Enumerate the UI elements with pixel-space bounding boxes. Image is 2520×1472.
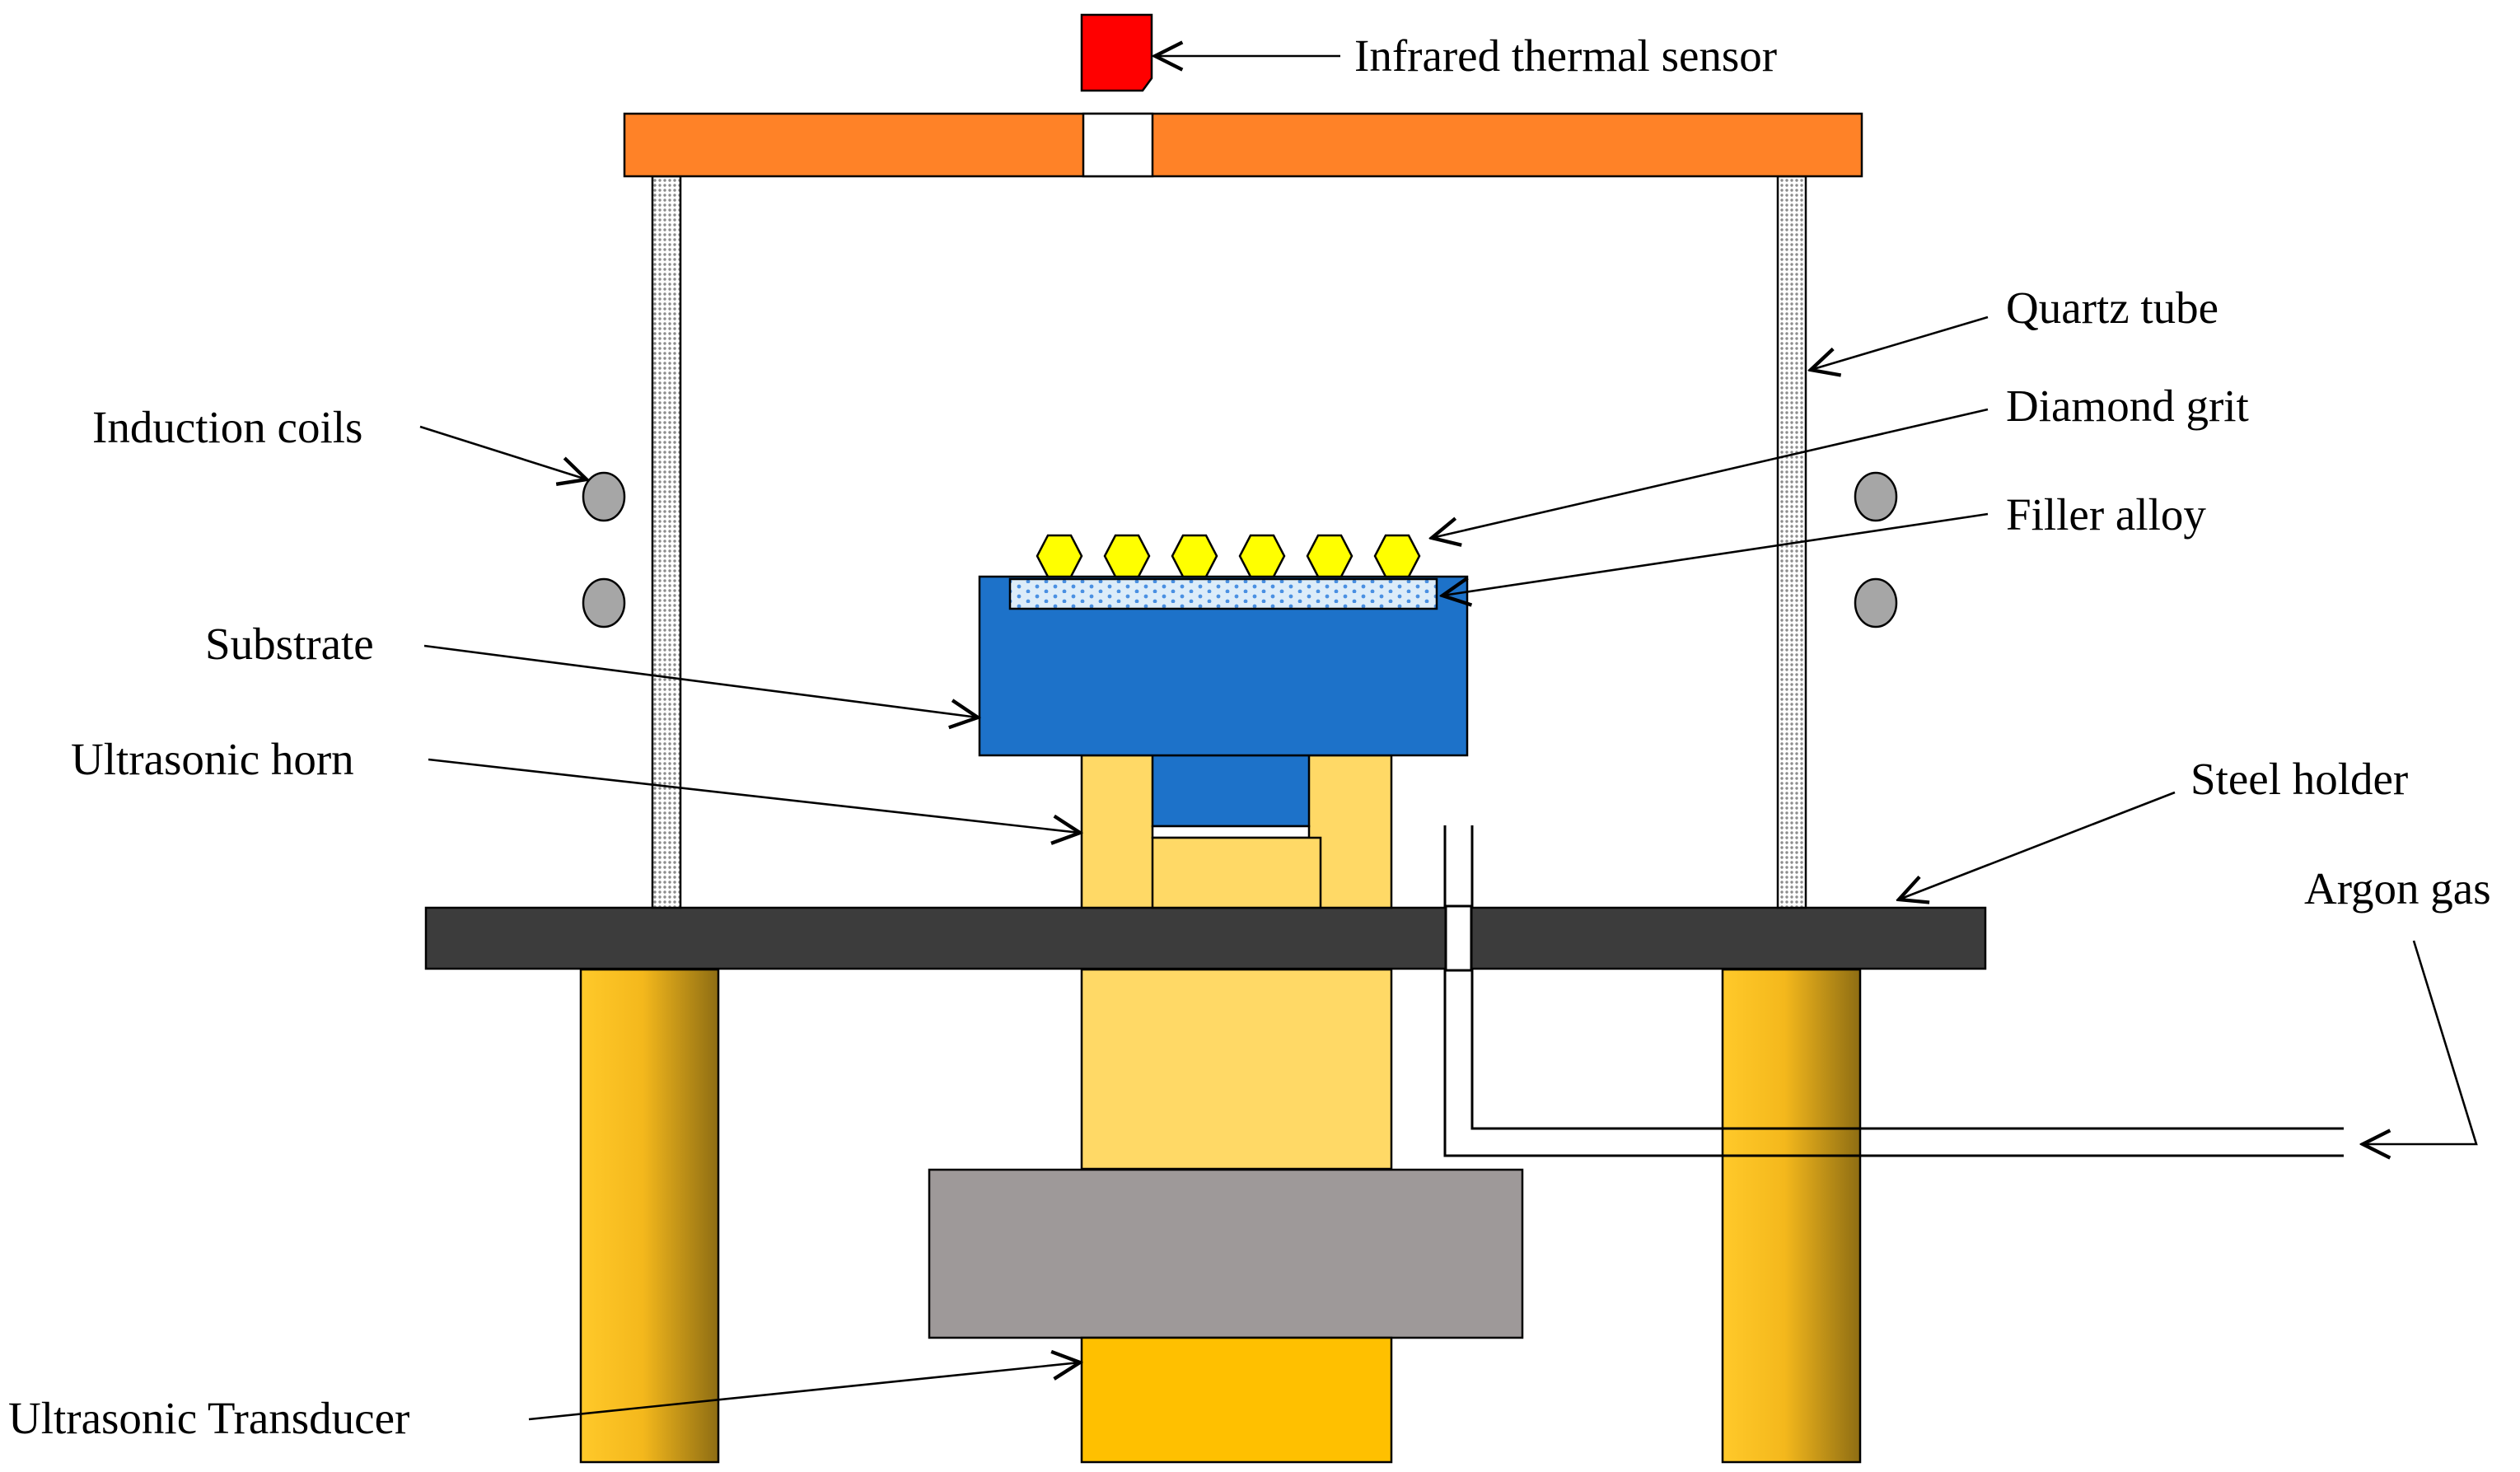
steel-holder-plate	[424, 906, 1987, 970]
support-leg-right	[1721, 968, 1862, 1464]
argon-pipe-through-holder	[1444, 904, 1473, 972]
support-leg-left	[579, 968, 720, 1464]
ultrasonic-transducer	[1080, 1336, 1393, 1464]
induction-coil-right-top	[1854, 471, 1898, 522]
label-ultrasonic-horn: Ultrasonic horn	[71, 734, 354, 784]
leader-diamond-grit	[1432, 408, 1989, 538]
diamond-grit-1	[1036, 534, 1083, 578]
label-infrared-thermal-sensor: Infrared thermal sensor	[1354, 30, 1777, 81]
leader-filler-alloy	[1442, 512, 1989, 596]
filler-alloy-layer	[1008, 577, 1438, 610]
infrared-thermal-sensor	[1080, 13, 1153, 92]
quartz-tube-left-wall	[651, 175, 682, 909]
leader-substrate	[423, 644, 978, 717]
induction-coil-right-bottom	[1854, 577, 1898, 629]
leader-ultrasonic-horn	[428, 758, 1080, 833]
leader-quartz-tube	[1811, 315, 1989, 370]
horn-inner-gap	[1151, 825, 1311, 839]
label-steel-holder: Steel holder	[2190, 754, 2408, 804]
label-induction-coils: Induction coils	[92, 402, 362, 452]
label-substrate: Substrate	[205, 619, 374, 669]
argon-gas-pipe	[1443, 825, 2344, 1157]
induction-coil-left-top	[582, 471, 626, 522]
ultrasonic-horn-lower	[1080, 968, 1393, 1171]
leader-argon-gas	[2363, 940, 2478, 1144]
diamond-grit-3	[1171, 534, 1218, 578]
diamond-grit-2	[1103, 534, 1151, 578]
label-argon-gas: Argon gas	[2304, 863, 2491, 914]
leader-lines	[419, 56, 2478, 1421]
diamond-grit-4	[1238, 534, 1286, 578]
horn-inner-stub	[1151, 836, 1322, 909]
leader-induction-coils	[419, 425, 587, 479]
booster-block	[928, 1168, 1524, 1339]
diamond-grit-6	[1373, 534, 1421, 578]
label-diamond-grit: Diamond grit	[2006, 381, 2249, 431]
induction-coils-group	[582, 471, 1898, 629]
top-plate	[623, 112, 1863, 178]
top-plate-window	[1082, 112, 1154, 178]
label-ultrasonic-transducer: Ultrasonic Transducer	[8, 1393, 409, 1443]
diamond-grit-5	[1306, 534, 1354, 578]
leader-ultrasonic-transducer	[528, 1362, 1080, 1421]
diamond-grit-group	[1036, 534, 1421, 578]
leader-steel-holder	[1899, 791, 2176, 900]
horn-inner-blue-insert	[1151, 754, 1311, 828]
induction-coil-left-bottom	[582, 577, 626, 629]
label-filler-alloy: Filler alloy	[2006, 489, 2206, 540]
label-quartz-tube: Quartz tube	[2006, 283, 2218, 333]
